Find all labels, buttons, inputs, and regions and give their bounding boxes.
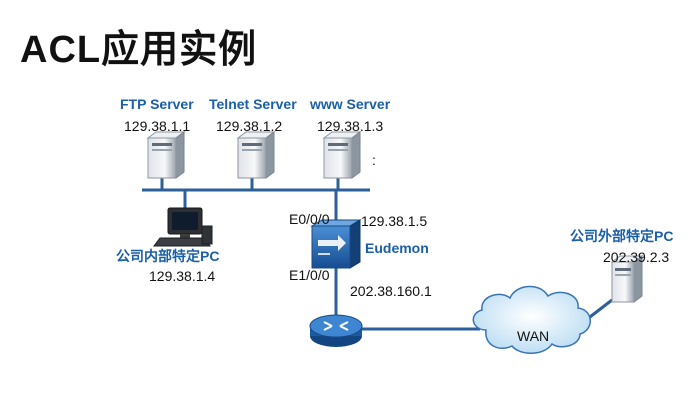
firewall-label: Eudemon: [365, 240, 429, 256]
wan-label: WAN: [517, 328, 550, 344]
internal-pc-label: 公司内部特定PC: [116, 248, 220, 264]
www-server-label: www Server: [310, 96, 391, 112]
firewall-wan-ip: 202.38.160.1: [350, 283, 432, 299]
www-server-icon: [322, 131, 362, 179]
page-title: ACL应用实例: [20, 29, 258, 71]
telnet-server-icon: [236, 131, 276, 179]
stray-mark: :: [372, 152, 376, 168]
internal-pc-icon: [153, 207, 213, 247]
www-server-ip: 129.38.1.3: [317, 118, 384, 134]
ftp-server-label: FTP Server: [120, 96, 194, 112]
firewall-wan-port: E1/0/0: [289, 267, 330, 283]
external-pc-icon: [610, 255, 644, 303]
telnet-server-label: Telnet Server: [209, 96, 297, 112]
firewall-lan-ip: 129.38.1.5: [361, 213, 428, 229]
external-pc-label: 公司外部特定PC: [570, 228, 674, 244]
ftp-server-icon: [146, 131, 186, 179]
firewall-icon: [310, 219, 362, 269]
firewall-lan-port: E0/0/0: [289, 211, 330, 227]
ftp-server-ip: 129.38.1.1: [124, 118, 191, 134]
telnet-server-ip: 129.38.1.2: [216, 118, 283, 134]
router-icon: [309, 314, 363, 347]
internal-pc-ip: 129.38.1.4: [149, 268, 216, 284]
external-pc-ip: 202.39.2.3: [603, 249, 670, 265]
wan-cloud-icon: [472, 285, 591, 354]
